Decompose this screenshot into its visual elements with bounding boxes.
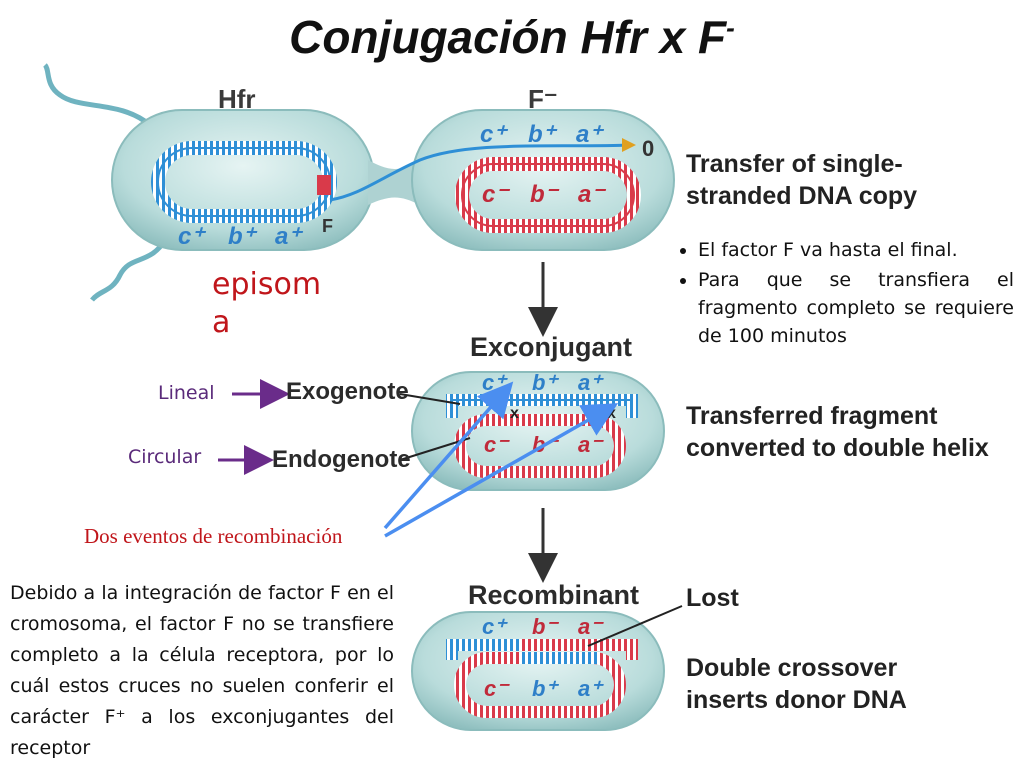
recombinant-bottom-genes: c⁻ b⁺ a⁺ bbox=[484, 676, 604, 701]
flagellum-bottom bbox=[90, 238, 168, 302]
crossover-mark-2: x bbox=[607, 405, 616, 422]
svg-text:b⁺: b⁺ bbox=[228, 223, 258, 250]
endogenote-label: Endogenote bbox=[272, 446, 411, 473]
recombinant-top-genes: c⁺ b⁻ a⁻ bbox=[482, 614, 604, 639]
lost-pointer bbox=[587, 605, 683, 647]
svg-text:c⁺: c⁺ bbox=[178, 223, 206, 250]
svg-text:a⁺: a⁺ bbox=[578, 676, 604, 701]
crossover-caption: Double crossover inserts donor DNA bbox=[686, 654, 907, 714]
crossover-mark-1: x bbox=[510, 405, 519, 422]
hfr-label: Hfr bbox=[218, 84, 256, 114]
hfr-genes: c⁺ b⁺ a⁺ bbox=[178, 223, 303, 250]
origin-label: 0 bbox=[642, 136, 654, 161]
conjugation-bridge bbox=[368, 160, 420, 205]
svg-text:b⁻: b⁻ bbox=[530, 181, 560, 208]
svg-text:c⁻: c⁻ bbox=[484, 676, 510, 701]
fminus-genes: c⁻ b⁻ a⁻ bbox=[482, 181, 606, 208]
recombination-arrow-2 bbox=[384, 403, 619, 538]
exconjugant-label: Exconjugant bbox=[470, 332, 633, 362]
recombinant-label: Recombinant bbox=[468, 580, 640, 610]
bullet-list: El factor F va hasta el final. Para que … bbox=[656, 236, 1014, 352]
exogenote-label: Exogenote bbox=[286, 378, 409, 405]
svg-text:a⁻: a⁻ bbox=[578, 614, 604, 639]
page-title: Conjugación Hfr x F- bbox=[289, 11, 735, 63]
svg-text:a⁺: a⁺ bbox=[576, 121, 604, 148]
svg-text:b⁻: b⁻ bbox=[532, 614, 559, 639]
transferred-caption: Transferred fragment converted to double… bbox=[686, 402, 989, 462]
svg-text:c⁺: c⁺ bbox=[482, 614, 508, 639]
bullet-item: Para que se transfiera el fragmento comp… bbox=[698, 266, 1014, 350]
recombination-events-label: Dos eventos de recombinación bbox=[84, 524, 343, 548]
recombination-arrow-1 bbox=[383, 381, 514, 530]
flagellum-top bbox=[42, 63, 152, 127]
svg-text:c⁺: c⁺ bbox=[480, 121, 508, 148]
svg-text:b⁺: b⁺ bbox=[528, 121, 558, 148]
exogenote-pointer bbox=[399, 393, 461, 405]
svg-text:b⁺: b⁺ bbox=[532, 370, 559, 395]
exconjugant-top-genes: c⁺ b⁺ a⁺ bbox=[482, 370, 604, 395]
explanation-paragraph: Debido a la integración de factor F en e… bbox=[10, 582, 394, 759]
svg-text:b⁺: b⁺ bbox=[532, 676, 559, 701]
svg-text:a⁻: a⁻ bbox=[578, 432, 604, 457]
svg-text:c⁻: c⁻ bbox=[484, 432, 510, 457]
lost-caption: Lost bbox=[686, 584, 739, 612]
f-factor-label: F bbox=[322, 216, 333, 236]
lineal-label: Lineal bbox=[158, 382, 215, 404]
fminus-label: F⁻ bbox=[528, 84, 558, 114]
episoma-label: episoma bbox=[212, 267, 322, 340]
svg-text:a⁺: a⁺ bbox=[275, 223, 303, 250]
svg-text:c⁺: c⁺ bbox=[482, 370, 508, 395]
svg-text:a⁻: a⁻ bbox=[578, 181, 606, 208]
fminus-transfer-genes: c⁺ b⁺ a⁺ bbox=[480, 121, 604, 148]
transfer-caption: Transfer of single-stranded DNA copy bbox=[686, 150, 918, 210]
circular-label: Circular bbox=[128, 446, 202, 468]
bullet-item: El factor F va hasta el final. bbox=[698, 236, 1014, 264]
svg-text:a⁺: a⁺ bbox=[578, 370, 604, 395]
svg-text:c⁻: c⁻ bbox=[482, 181, 510, 208]
